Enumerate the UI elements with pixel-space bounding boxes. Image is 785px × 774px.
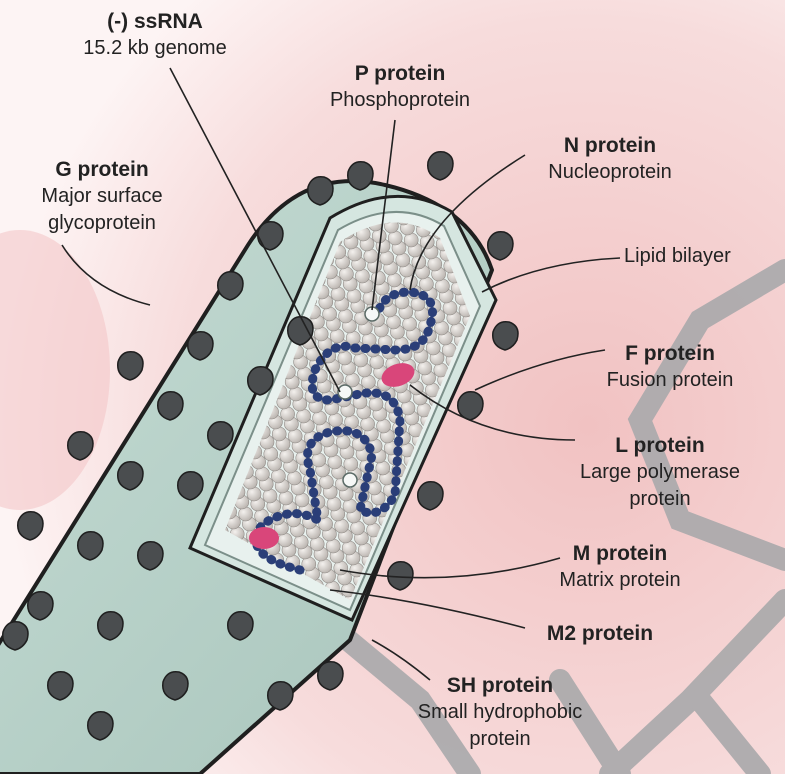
label-l-protein-title: L protein xyxy=(550,432,770,459)
label-g-protein-subtitle-2: glycoprotein xyxy=(2,210,202,237)
label-sh-protein-title: SH protein xyxy=(400,672,600,699)
label-lipid-bilayer: Lipid bilayer xyxy=(624,243,784,270)
label-p-protein: P protein Phosphoprotein xyxy=(300,60,500,114)
label-f-protein-title: F protein xyxy=(590,340,750,367)
label-ssrna-subtitle: 15.2 kb genome xyxy=(55,35,255,62)
label-l-protein: L protein Large polymerase protein xyxy=(550,432,770,513)
label-ssrna-title: (-) ssRNA xyxy=(55,8,255,35)
label-n-protein: N protein Nucleoprotein xyxy=(510,132,710,186)
label-l-protein-subtitle-1: Large polymerase xyxy=(550,459,770,486)
label-g-protein-subtitle-1: Major surface xyxy=(2,183,202,210)
l-polymerase-blob-2 xyxy=(249,527,279,549)
label-f-protein: F protein Fusion protein xyxy=(590,340,750,394)
label-lipid-bilayer-text: Lipid bilayer xyxy=(624,243,784,270)
label-m-protein-title: M protein xyxy=(530,540,710,567)
label-p-protein-title: P protein xyxy=(300,60,500,87)
label-m-protein: M protein Matrix protein xyxy=(530,540,710,594)
label-m2-protein: M2 protein xyxy=(520,620,680,647)
label-p-protein-subtitle: Phosphoprotein xyxy=(300,87,500,114)
label-sh-protein: SH protein Small hydrophobic protein xyxy=(400,672,600,753)
label-sh-protein-subtitle-2: protein xyxy=(400,726,600,753)
label-l-protein-subtitle-2: protein xyxy=(550,486,770,513)
label-m-protein-subtitle: Matrix protein xyxy=(530,567,710,594)
label-ssrna: (-) ssRNA 15.2 kb genome xyxy=(55,8,255,62)
label-f-protein-subtitle: Fusion protein xyxy=(590,367,750,394)
label-g-protein-title: G protein xyxy=(2,156,202,183)
label-g-protein: G protein Major surface glycoprotein xyxy=(2,156,202,237)
label-sh-protein-subtitle-1: Small hydrophobic xyxy=(400,699,600,726)
label-m2-protein-title: M2 protein xyxy=(520,620,680,647)
label-n-protein-subtitle: Nucleoprotein xyxy=(510,159,710,186)
label-n-protein-title: N protein xyxy=(510,132,710,159)
